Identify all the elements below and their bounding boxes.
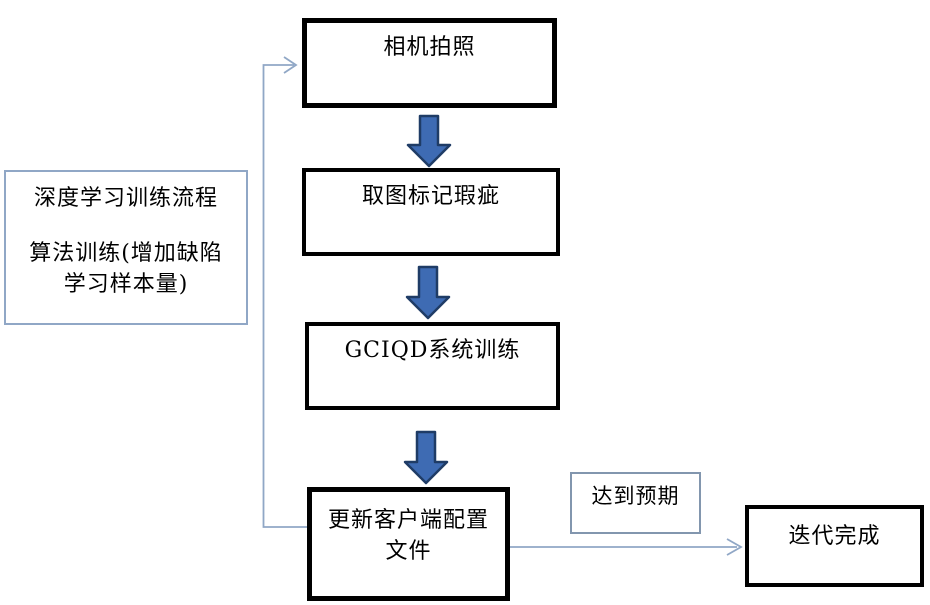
node-camera: 相机拍照 [302, 18, 557, 108]
node-mark-defects: 取图标记瑕疵 [302, 168, 560, 256]
node-system-training: GCIQD系统训练 [305, 322, 560, 410]
node-update-config: 更新客户端配置 文件 [307, 487, 510, 601]
node-training-process-note: 深度学习训练流程 算法训练(增加缺陷 学习样本量) [4, 170, 248, 325]
note-line-1: 深度学习训练流程 [33, 186, 218, 211]
down-block-arrow-2-icon [405, 265, 451, 320]
node-mark-defects-label: 取图标记瑕疵 [361, 184, 500, 209]
node-update-config-label-line2: 文件 [385, 539, 432, 564]
node-expected-label: 达到预期 [570, 472, 701, 534]
feedback-arrowhead-icon [283, 56, 298, 74]
done-arrowhead-icon [726, 538, 743, 556]
node-update-config-label-line1: 更新客户端配置 [327, 508, 489, 533]
feedback-connector [262, 64, 307, 528]
note-line-2: 算法训练(增加缺陷 [29, 241, 223, 266]
note-line-3: 学习样本量) [63, 272, 189, 297]
node-camera-label: 相机拍照 [383, 35, 476, 60]
down-block-arrow-1-icon [406, 114, 452, 168]
node-iteration-done: 迭代完成 [745, 505, 924, 587]
expected-label-text: 达到预期 [591, 484, 680, 508]
node-system-training-label: GCIQD系统训练 [344, 338, 521, 363]
node-iteration-done-label: 迭代完成 [788, 524, 881, 549]
down-block-arrow-3-icon [403, 430, 449, 485]
